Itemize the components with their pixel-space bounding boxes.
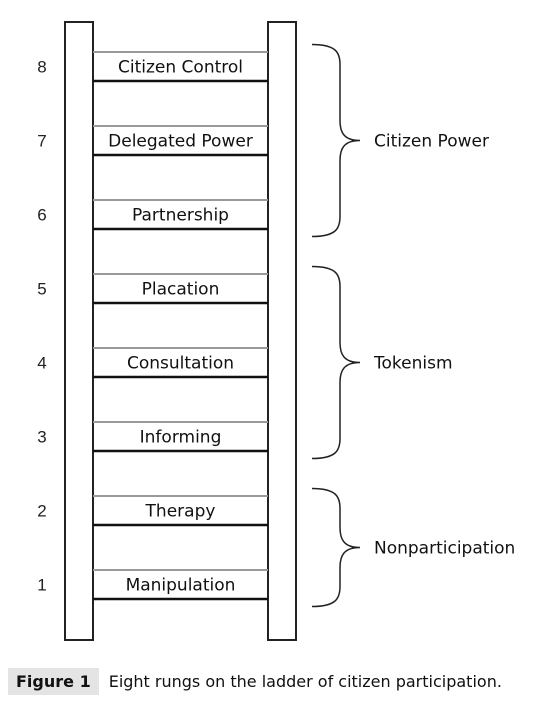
group-label: Nonparticipation [374,539,515,559]
rung-label: Therapy [145,502,216,522]
rung-label: Informing [140,428,222,448]
rung-number: 8 [37,58,46,77]
group-brace [311,265,361,460]
figure-label: Figure 1 [8,667,99,695]
rung-number: 6 [37,206,46,225]
rung-label: Citizen Control [118,58,243,78]
figure-caption: Figure 1 Eight rungs on the ladder of ci… [8,664,535,698]
group-brace [311,43,361,238]
group-label: Tokenism [373,354,453,374]
rung-label: Partnership [132,206,229,226]
rung-number: 4 [37,354,46,373]
rung-number: 2 [37,502,46,521]
group-brace [311,487,361,608]
rung-number: 3 [37,428,46,447]
group-label: Citizen Power [374,132,489,152]
rung-number: 1 [37,576,46,595]
rung-number: 5 [37,280,46,299]
rung-label: Delegated Power [108,132,253,152]
ladder-left-rail [64,21,94,641]
rung-number: 7 [37,132,46,151]
rung-label: Manipulation [126,576,236,596]
ladder-right-rail [267,21,297,641]
figure-caption-text: Eight rungs on the ladder of citizen par… [108,671,502,691]
rung-label: Placation [142,280,220,300]
rung-label: Consultation [127,354,234,374]
